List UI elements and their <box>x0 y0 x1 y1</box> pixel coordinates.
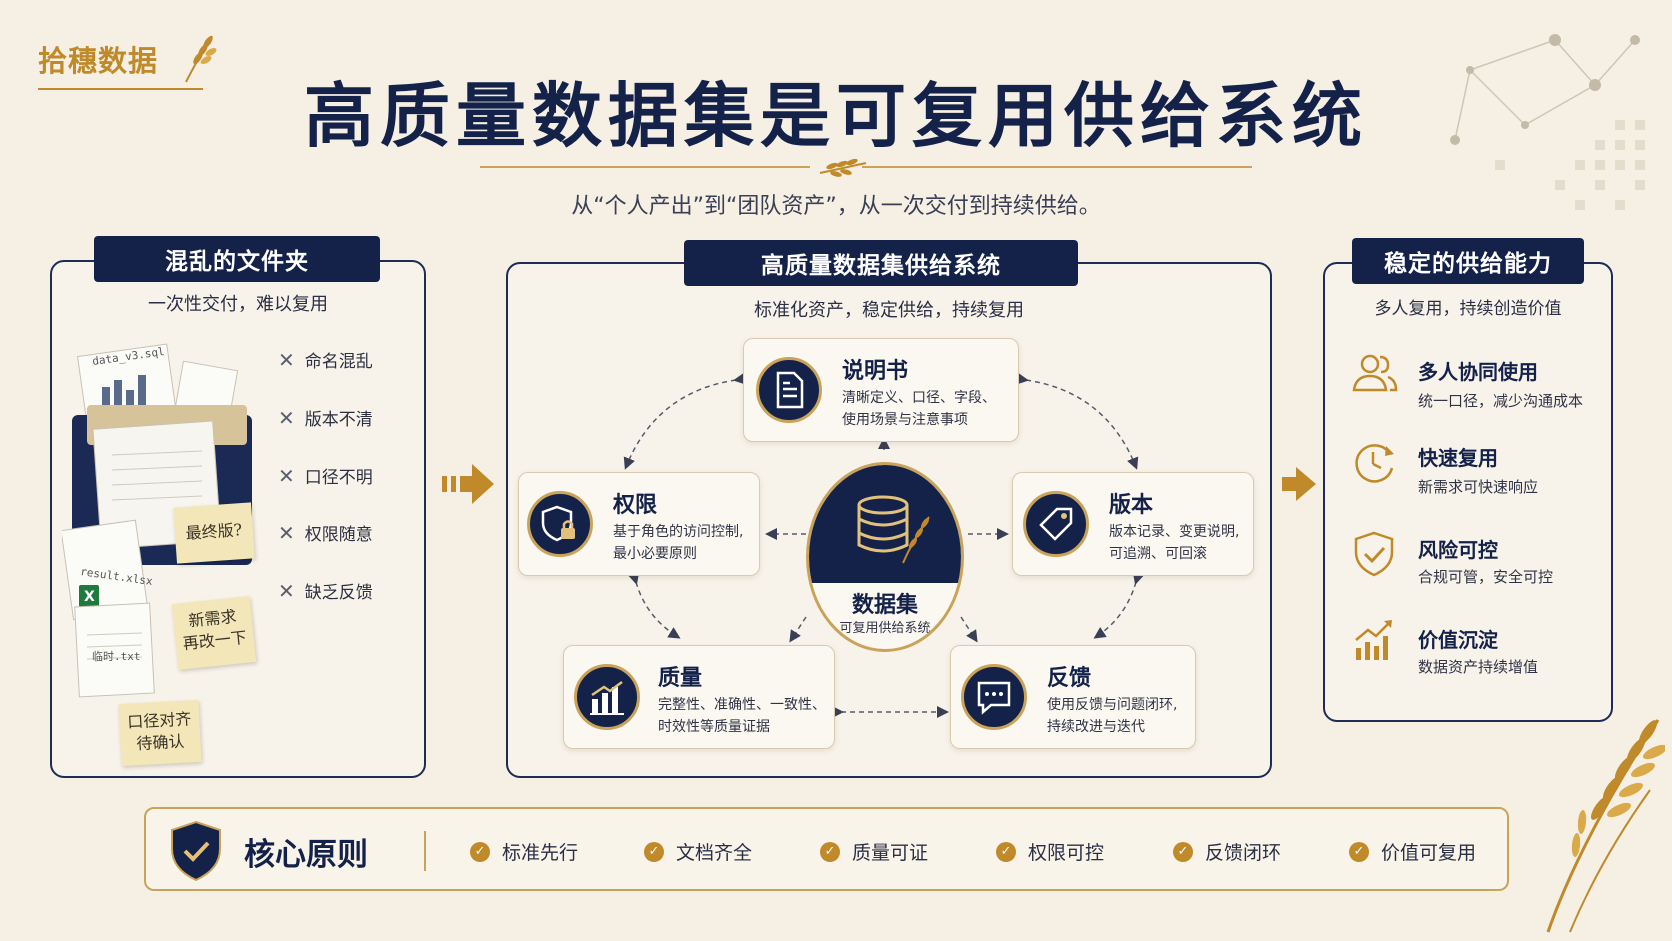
principle-quality-proven: ✓质量可证 <box>820 838 928 865</box>
check-icon: ✓ <box>470 841 490 862</box>
x-icon: ✕ <box>278 405 295 430</box>
principle-docs-complete: ✓文档齐全 <box>644 838 752 865</box>
capability-title-collab: 多人协同使用 <box>1418 360 1538 384</box>
node-permission-title: 权限 <box>613 492 658 518</box>
center-panel-subtitle: 标准化资产，稳定供给，持续复用 <box>754 300 1024 321</box>
dataset-title: 数据集 <box>851 592 918 618</box>
right-panel-subtitle: 多人复用，持续创造价值 <box>1374 299 1562 319</box>
principle-standard-first: ✓标准先行 <box>470 838 578 865</box>
brand-name: 拾穗数据 <box>38 44 159 78</box>
x-icon: ✕ <box>278 578 295 603</box>
tag-icon <box>1039 507 1073 541</box>
sticky-note-final: 最终版? <box>173 502 255 564</box>
right-panel-title: 稳定的供给能力 <box>1352 238 1584 284</box>
node-permission-desc2: 最小必要原则 <box>613 546 697 562</box>
core-principles-title: 核心原则 <box>244 837 368 873</box>
sticky-note-align: 口径对齐 待确认 <box>118 699 202 767</box>
problem-feedback: ✕缺乏反馈 <box>278 578 373 604</box>
left-panel-subtitle: 一次性交付，难以复用 <box>148 294 328 315</box>
network-decoration-icon <box>1450 34 1645 210</box>
node-manual-desc1: 清晰定义、口径、字段、 <box>842 390 996 406</box>
title-rule-left <box>480 166 810 168</box>
check-icon: ✓ <box>820 841 840 862</box>
node-quality-desc1: 完整性、准确性、一致性、 <box>658 697 826 713</box>
sticky-note-new-request: 新需求 再改一下 <box>171 596 257 670</box>
right-panel <box>1323 262 1613 722</box>
check-icon: ✓ <box>644 841 664 862</box>
node-version-desc2: 可追溯、可回滚 <box>1109 546 1207 562</box>
node-feedback-desc2: 持续改进与迭代 <box>1047 719 1145 735</box>
capability-desc-value: 数据资产持续增值 <box>1418 658 1539 676</box>
left-panel-title: 混乱的文件夹 <box>94 236 380 282</box>
node-quality: 质量 完整性、准确性、一致性、 时效性等质量证据 <box>563 645 835 749</box>
principle-feedback-loop: ✓反馈闭环 <box>1173 838 1281 865</box>
capability-title-risk: 风险可控 <box>1418 538 1498 562</box>
principles-divider <box>424 831 426 871</box>
capability-desc-risk: 合规可管，安全可控 <box>1418 568 1554 586</box>
title-rule-right <box>862 166 1252 168</box>
node-feedback-desc1: 使用反馈与问题闭环, <box>1047 697 1178 713</box>
capability-desc-reuse: 新需求可快速响应 <box>1418 478 1539 496</box>
node-version-desc1: 版本记录、变更说明, <box>1109 524 1240 540</box>
capability-title-value: 价值沉淀 <box>1418 628 1498 652</box>
arrow-right-icon <box>442 464 494 504</box>
check-icon: ✓ <box>1349 841 1369 862</box>
wheat-divider-icon <box>819 158 867 177</box>
x-icon: ✕ <box>278 347 295 372</box>
brand-underline <box>38 88 203 90</box>
svg-text:X: X <box>84 589 95 605</box>
problem-version: ✕版本不清 <box>278 405 373 431</box>
chat-bubble-icon <box>977 681 1011 715</box>
users-icon <box>1352 354 1398 392</box>
clock-icon <box>1355 444 1394 483</box>
node-manual: 说明书 清晰定义、口径、字段、 使用场景与注意事项 <box>743 338 1019 442</box>
shield-check-icon <box>171 820 221 882</box>
arrow-right-icon <box>1282 467 1316 501</box>
problem-definition: ✕口径不明 <box>278 463 373 489</box>
problem-permission: ✕权限随意 <box>278 520 373 546</box>
node-feedback: 反馈 使用反馈与问题闭环, 持续改进与迭代 <box>950 645 1196 749</box>
principle-value-reusable: ✓价值可复用 <box>1349 838 1476 865</box>
node-version-title: 版本 <box>1109 492 1154 518</box>
node-quality-title: 质量 <box>658 665 703 691</box>
problem-naming: ✕命名混乱 <box>278 347 373 373</box>
wheat-decoration-icon <box>1546 719 1665 933</box>
shield-check-icon <box>1354 531 1394 577</box>
principle-permission-control: ✓权限可控 <box>996 838 1104 865</box>
core-principles-bar: 核心原则 ✓标准先行 ✓文档齐全 ✓质量可证 ✓权限可控 ✓反馈闭环 ✓价值可复… <box>144 807 1509 891</box>
node-version: 版本 版本记录、变更说明, 可追溯、可回滚 <box>1012 472 1254 576</box>
database-icon <box>857 495 930 564</box>
node-manual-title: 说明书 <box>842 358 909 384</box>
messy-folder-illustration: X <box>62 343 252 698</box>
page-title: 高质量数据集是可复用供给系统 <box>304 74 1368 157</box>
check-icon: ✓ <box>1173 841 1193 862</box>
cycle-connectors <box>623 372 1145 718</box>
capability-desc-collab: 统一口径，减少沟通成本 <box>1418 392 1584 410</box>
brand: 拾穗数据 <box>38 35 217 90</box>
check-icon: ✓ <box>996 841 1016 862</box>
bar-chart-icon <box>590 681 624 715</box>
node-manual-desc2: 使用场景与注意事项 <box>842 412 968 428</box>
node-quality-desc2: 时效性等质量证据 <box>658 719 770 735</box>
wheat-icon <box>185 35 217 83</box>
x-icon: ✕ <box>278 520 295 545</box>
center-panel-title: 高质量数据集供给系统 <box>684 240 1078 286</box>
node-permission-desc1: 基于角色的访问控制, <box>613 524 744 540</box>
shield-lock-icon <box>541 505 575 542</box>
dataset-subtitle: 可复用供给系统 <box>839 621 931 636</box>
node-permission: 权限 基于角色的访问控制, 最小必要原则 <box>518 472 760 576</box>
dataset-core: 数据集 可复用供给系统 <box>806 462 964 652</box>
document-icon <box>776 371 804 409</box>
growth-chart-icon <box>1355 620 1392 660</box>
capability-title-reuse: 快速复用 <box>1418 446 1498 470</box>
file-label-txt: 临时.txt <box>92 650 141 663</box>
x-icon: ✕ <box>278 463 295 488</box>
page-subtitle: 从“个人产出”到“团队资产”，从一次交付到持续供给。 <box>571 194 1101 219</box>
node-feedback-title: 反馈 <box>1047 665 1092 691</box>
